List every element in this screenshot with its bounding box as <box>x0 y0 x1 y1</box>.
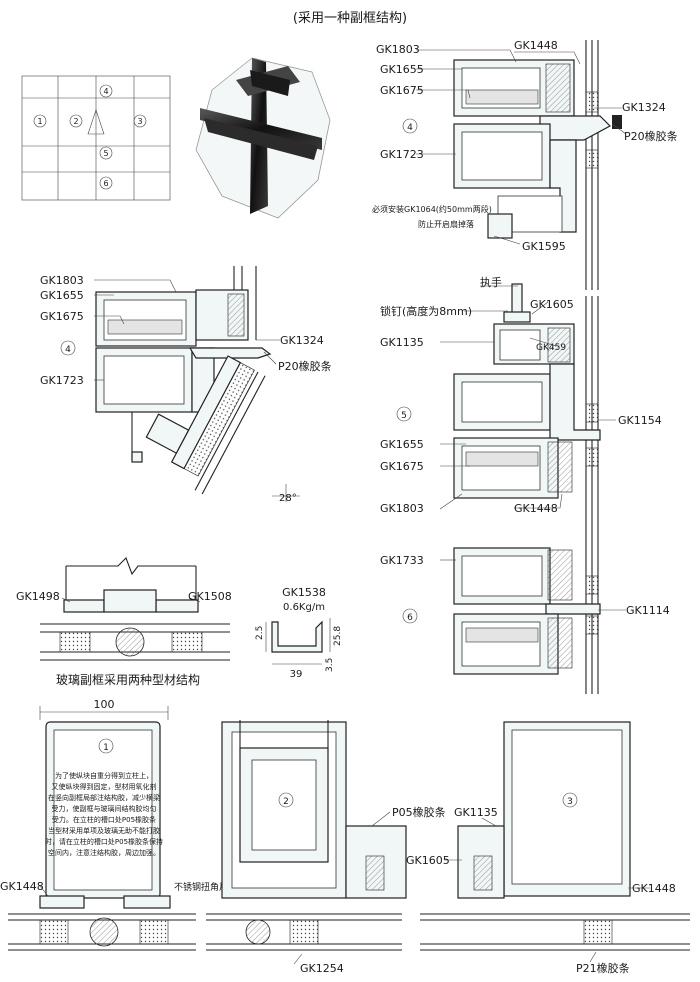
label-gk1675: GK1675 <box>40 310 84 323</box>
detail-6-marker: 6 <box>402 608 418 624</box>
detail-1: 100 1 为了使纵块自重分得到立柱上， 又使纵块得到固定，型材用氧化剂 在竖向… <box>0 698 234 951</box>
label-gk1655: GK1655 <box>40 289 84 302</box>
detail-2: 2 P05橡胶条 GK1254 <box>206 720 446 975</box>
svg-text:又使纵块得到固定，型材用氧化剂: 又使纵块得到固定，型材用氧化剂 <box>52 782 157 791</box>
label-p20: P20橡胶条 <box>624 129 678 143</box>
label-gk1324: GK1324 <box>280 334 324 347</box>
label-gk1655: GK1655 <box>380 63 424 76</box>
key-plan-marker-2: 2 <box>69 114 83 128</box>
label-gk1723: GK1723 <box>40 374 84 387</box>
detail-3: 3 GK1135 GK1605 GK1448 P21橡胶条 <box>406 721 690 975</box>
svg-text:2: 2 <box>283 797 289 807</box>
svg-text:4: 4 <box>407 123 413 133</box>
dim-100: 100 <box>94 698 115 711</box>
label-lock-nail: 锁钉(高度为8mm) <box>380 304 472 318</box>
label-gk1448: GK1448 <box>0 880 44 893</box>
page-title: (采用一种副框结构) <box>293 11 407 26</box>
svg-text:4: 4 <box>103 87 108 96</box>
label-gk1135: GK1135 <box>380 336 424 349</box>
svg-text:5: 5 <box>103 149 108 158</box>
label-weight: 0.6Kg/m <box>283 602 325 613</box>
detail-1-note: 为了使纵块自重分得到立柱上， 又使纵块得到固定，型材用氧化剂 在竖向副框局部注结… <box>45 771 163 857</box>
svg-text:为了使纵块自重分得到立柱上，: 为了使纵块自重分得到立柱上， <box>55 771 153 780</box>
note-line-1: 必须安装GK1064(约50mm两段) <box>372 204 492 214</box>
dim-25-8: 25.8 <box>333 626 343 646</box>
dim-39: 39 <box>290 669 303 680</box>
isometric-render <box>195 57 331 219</box>
label-gk1448: GK1448 <box>632 882 676 895</box>
svg-text:1: 1 <box>103 743 109 753</box>
svg-text:3: 3 <box>567 797 573 807</box>
label-gk1254: GK1254 <box>300 962 344 975</box>
label-gk1655: GK1655 <box>380 438 424 451</box>
label-handle: 执手 <box>480 275 502 289</box>
detail-1-marker: 1 <box>98 738 114 754</box>
detail-4-open: 28° GK1803 GK1655 GK1675 GK1324 P20橡胶条 4… <box>40 266 332 504</box>
note-line-2: 防止开启扇掉落 <box>418 219 474 229</box>
svg-text:3: 3 <box>137 117 142 126</box>
label-p05: P05橡胶条 <box>392 805 446 819</box>
key-plan-marker-5: 5 <box>99 146 113 160</box>
label-gk1324: GK1324 <box>622 101 666 114</box>
svg-text:6: 6 <box>407 613 413 623</box>
svg-text:时，请在立柱的槽口处P05橡胶条保持: 时，请在立柱的槽口处P05橡胶条保持 <box>45 837 163 846</box>
svg-text:6: 6 <box>103 179 108 188</box>
subframe-caption: 玻璃副框采用两种型材结构 <box>56 672 200 687</box>
label-gk1803: GK1803 <box>40 274 84 287</box>
label-gk1675: GK1675 <box>380 84 424 97</box>
label-gk1448: GK1448 <box>514 502 558 515</box>
svg-text:2: 2 <box>73 117 78 126</box>
label-corner: 不锈钢扭角片3 <box>174 881 234 893</box>
detail-4-top: GK1803 GK1448 GK1655 GK1675 GK1324 P20橡胶… <box>372 39 678 290</box>
label-gk1595: GK1595 <box>522 240 566 253</box>
key-plan: 1 2 3 4 5 6 <box>21 75 171 201</box>
key-plan-marker-6: 6 <box>99 176 113 190</box>
detail-3-marker: 3 <box>562 792 578 808</box>
label-gk459: GK459 <box>536 343 566 353</box>
detail-5-marker: 5 <box>396 406 412 422</box>
svg-text:受力，使副框与玻璃间结构胶均匀: 受力，使副框与玻璃间结构胶均匀 <box>52 804 157 813</box>
angle-label: 28° <box>279 493 297 504</box>
detail-4-open-marker: 4 <box>60 340 76 356</box>
detail-6: GK1733 GK1114 6 <box>380 526 670 694</box>
detail-2-marker: 2 <box>278 792 294 808</box>
label-gk1605: GK1605 <box>530 298 574 311</box>
key-plan-marker-3: 3 <box>133 114 147 128</box>
detail-5: 执手 GK1605 锁钉(高度为8mm) GK1135 GK459 5 GK11… <box>380 275 662 526</box>
label-gk1114: GK1114 <box>626 604 670 617</box>
key-plan-marker-1: 1 <box>33 114 47 128</box>
label-gk1154: GK1154 <box>618 414 662 427</box>
label-p20: P20橡胶条 <box>278 359 332 373</box>
label-gk1675: GK1675 <box>380 460 424 473</box>
svg-text:1: 1 <box>37 117 42 126</box>
label-gk1803: GK1803 <box>380 502 424 515</box>
svg-text:空间内，注意注结构胶，周边加强。: 空间内，注意注结构胶，周边加强。 <box>48 848 160 857</box>
svg-text:在竖向副框局部注结构胶，减少横梁: 在竖向副框局部注结构胶，减少横梁 <box>48 793 160 802</box>
svg-text:5: 5 <box>401 411 407 421</box>
label-gk1498: GK1498 <box>16 590 60 603</box>
label-gk1508: GK1508 <box>188 590 232 603</box>
label-gk1538: GK1538 <box>282 586 326 599</box>
label-p21: P21橡胶条 <box>576 961 630 975</box>
svg-text:当型材采用单项及玻璃无助不能打胶: 当型材采用单项及玻璃无助不能打胶 <box>48 826 160 835</box>
svg-text:受力。在立柱的槽口处P05橡胶条: 受力。在立柱的槽口处P05橡胶条 <box>52 815 156 824</box>
key-plan-marker-4: 4 <box>99 84 113 98</box>
label-gk1803: GK1803 <box>376 43 420 56</box>
subframe-detail: GK1498 GK1508 玻璃副框采用两种型材结构 <box>16 557 232 687</box>
label-gk1733: GK1733 <box>380 554 424 567</box>
dim-2-5: 2.5 <box>255 626 265 640</box>
label-gk1448: GK1448 <box>514 39 558 52</box>
label-gk1605: GK1605 <box>406 854 450 867</box>
svg-text:4: 4 <box>65 345 71 355</box>
detail-4-marker: 4 <box>402 118 418 134</box>
label-gk1723: GK1723 <box>380 148 424 161</box>
dim-3-5: 3.5 <box>325 658 335 672</box>
gk1538-profile: GK1538 0.6Kg/m 2.5 25.8 39 3.5 <box>255 586 343 680</box>
label-gk1135: GK1135 <box>454 806 498 819</box>
